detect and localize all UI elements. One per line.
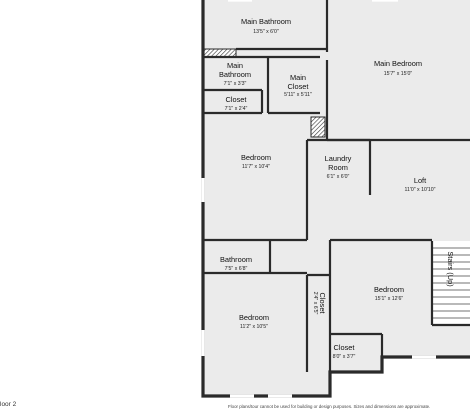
windows (201, 0, 436, 398)
room-dimensions: 7'1" x 3'3" (224, 81, 247, 87)
room-name: Bathroom (219, 70, 251, 79)
room-closet-top: Closet 7'1" x 2'4" (225, 95, 248, 112)
room-dimensions: 15'7" x 15'0" (384, 71, 413, 77)
room-name: Closet (226, 95, 247, 104)
room-dimensions: 5'11" x 5'11" (284, 92, 312, 98)
room-bathroom: Bathroom 7'5" x 6'8" (220, 255, 252, 272)
room-name: Closet (334, 343, 355, 352)
room-dimensions: 13'5" x 6'0" (253, 29, 279, 35)
room-name: Bedroom (241, 153, 271, 162)
disclaimer-text: Floor plans/tour cannot be used for buil… (228, 404, 431, 409)
room-main-closet: Main Closet 5'11" x 5'11" (284, 73, 312, 98)
room-main-bathroom-small: Main Bathroom 7'1" x 3'3" (219, 61, 251, 87)
room-name: Closet (318, 293, 327, 314)
floor-label: loor 2 (0, 401, 17, 408)
room-dimensions: 15'1" x 12'6" (375, 296, 404, 302)
room-bedroom-bottom: Bedroom 11'2" x 10'5" (239, 313, 269, 330)
room-name: Laundry (325, 154, 352, 163)
room-closet-narrow: Closet 2'4" x 6'5" (312, 292, 327, 315)
room-name: Loft (414, 176, 426, 185)
room-bedroom-right: Bedroom 15'1" x 12'6" (374, 285, 404, 302)
room-closet-bottom: Closet 8'0" x 3'7" (333, 343, 356, 360)
room-name: Main (227, 61, 243, 70)
room-bedroom-left: Bedroom 11'7" x 10'4" (241, 153, 271, 170)
room-name: Main (290, 73, 306, 82)
room-name: Stairs (Up) (446, 251, 455, 286)
room-loft: Loft 11'0" x 10'10" (405, 176, 436, 193)
room-dimensions: 11'2" x 10'5" (240, 324, 268, 330)
room-main-bedroom: Main Bedroom 15'7" x 15'0" (374, 59, 422, 77)
stairs-label: Stairs (Up) (446, 251, 455, 286)
room-laundry: Laundry Room 6'1" x 6'0" (325, 154, 352, 180)
room-dimensions: 6'1" x 6'0" (327, 174, 350, 180)
stairs (430, 241, 470, 325)
room-dimensions: 2'4" x 6'5" (312, 292, 318, 315)
room-name: Bedroom (374, 285, 404, 294)
room-main-bathroom: Main Bathroom 13'5" x 6'0" (241, 17, 291, 35)
room-name: Main Bathroom (241, 17, 291, 26)
room-dimensions: 8'0" x 3'7" (333, 354, 356, 360)
room-name: Main Bedroom (374, 59, 422, 68)
room-name: Room (328, 163, 348, 172)
room-name: Bathroom (220, 255, 252, 264)
room-dimensions: 11'0" x 10'10" (405, 187, 436, 193)
room-dimensions: 7'1" x 2'4" (225, 106, 248, 112)
room-name: Closet (288, 82, 309, 91)
floor-area (203, 0, 470, 396)
interior-walls (203, 0, 470, 372)
room-dimensions: 7'5" x 6'8" (225, 266, 248, 272)
room-dimensions: 11'7" x 10'4" (242, 164, 270, 170)
room-name: Bedroom (239, 313, 269, 322)
